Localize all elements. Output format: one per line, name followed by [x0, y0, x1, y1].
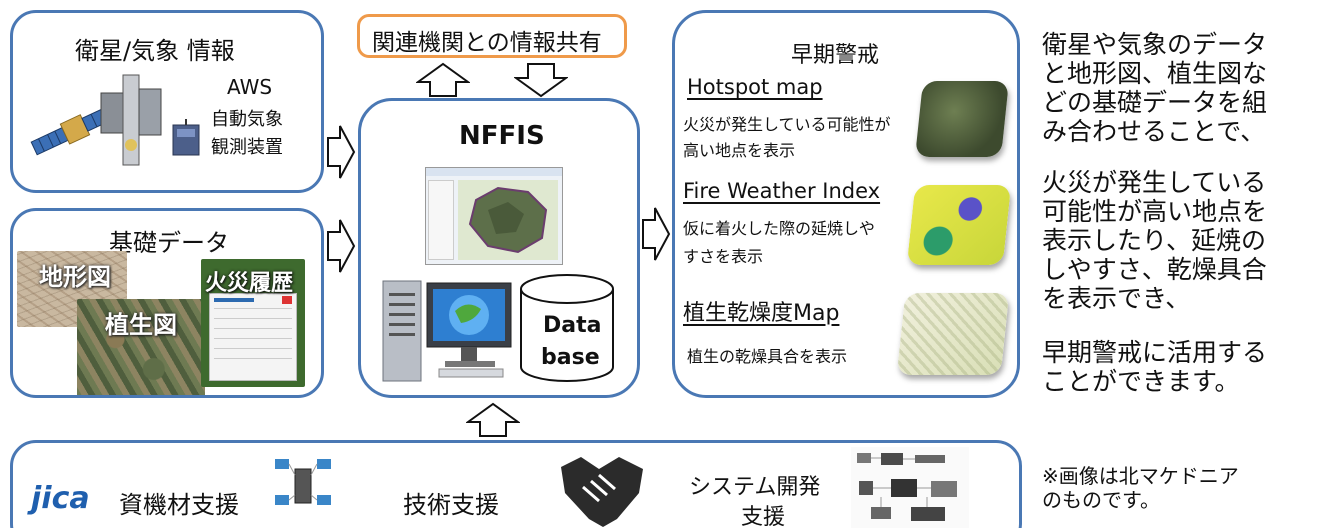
side-text-line: どの基礎データを組: [1042, 88, 1268, 117]
fire-weather-index-desc-line2: すさを表示: [683, 247, 764, 266]
early-warning-panel: 早期警戒 Hotspot map 火災が発生している可能性が 高い地点を表示 F…: [672, 10, 1020, 398]
side-paragraph-2: 火災が発生している 可能性が高い地点を 表示したり、延焼の しやすさ、乾燥具合 …: [1042, 168, 1267, 313]
side-text-line: 衛星や気象のデータ: [1042, 30, 1268, 59]
side-text-line: を表示でき、: [1042, 284, 1191, 313]
arrow-down-icon: [514, 63, 568, 98]
satellite-icons: [30, 74, 200, 166]
side-text-line: み合わせることで、: [1042, 117, 1266, 146]
side-paragraph-3: 早期警戒に活用する ことができます。: [1042, 338, 1267, 396]
vegetation-map-label: 植生図: [105, 311, 177, 339]
vegetation-map-image: [77, 299, 205, 395]
hotspot-map-desc-line1: 火災が発生している可能性が: [683, 115, 891, 134]
early-warning-title: 早期警戒: [791, 43, 880, 68]
side-text-line: 火災が発生している: [1042, 168, 1267, 197]
fire-weather-index-desc-line1: 仮に着火した際の延焼しや: [683, 219, 875, 238]
image-note: ※画像は北マケドニア のものです。: [1042, 464, 1239, 512]
arrow-right-icon: [642, 207, 671, 261]
hotspot-map-image: [915, 81, 1009, 157]
support-panel: jica 資機材支援 技術支援 システム開発 支援: [10, 440, 1022, 528]
nffis-panel: NFFIS Data base: [358, 98, 640, 398]
satellite-icon: [100, 74, 162, 166]
side-paragraph-1: 衛星や気象のデータ と地形図、植生図な どの基礎データを組 み合わせることで、: [1042, 30, 1267, 146]
vegetation-dryness-heading: 植生乾燥度Map: [683, 301, 840, 326]
aws-desc-line1: 自動気象: [211, 109, 283, 130]
hotspot-map-desc-line2: 高い地点を表示: [683, 141, 796, 160]
system-dev-label-line1: システム開発: [689, 475, 821, 500]
side-text-line: と地形図、植生図な: [1042, 59, 1268, 88]
jica-logo: jica: [31, 481, 90, 516]
side-text-line: ことができます。: [1042, 367, 1240, 396]
nffis-map-thumbnail: [458, 180, 558, 260]
server-computer-icon: [382, 280, 512, 382]
database-label-line2: base: [541, 345, 600, 370]
satellite-weather-panel: 衛星/気象 情報 AWS 自動気象 観測装置: [10, 10, 324, 193]
fire-history-image: [201, 259, 305, 387]
vegetation-dryness-image: [896, 293, 1010, 375]
vegetation-dryness-desc: 植生の乾燥具合を表示: [687, 347, 848, 366]
handshake-icon: [561, 457, 643, 527]
side-text-line: しやすさ、乾燥具合: [1042, 255, 1267, 284]
nffis-screenshot: [425, 167, 563, 265]
aws-desc-line2: 観測装置: [211, 137, 283, 158]
aws-label: AWS: [227, 75, 273, 99]
fire-history-form: [209, 293, 297, 381]
database-label-line1: Data: [543, 313, 602, 338]
arrow-right-icon: [327, 219, 356, 273]
topographic-map-image: [17, 251, 127, 327]
hotspot-map-heading: Hotspot map: [687, 75, 823, 99]
arrow-up-icon: [416, 62, 470, 97]
base-data-panel: 基礎データ 地形図 植生図 火災履歴: [10, 208, 324, 398]
side-text-line: 早期警戒に活用する: [1042, 338, 1268, 367]
system-diagram-icon: [851, 447, 969, 528]
fire-weather-index-image: [906, 185, 1012, 265]
equipment-support-label: 資機材支援: [119, 491, 239, 519]
info-sharing-label: 関連機関との情報共有: [372, 30, 602, 56]
side-text-line: 可能性が高い地点を: [1042, 197, 1268, 226]
system-dev-label-line2: 支援: [741, 505, 786, 528]
fire-weather-index-heading: Fire Weather Index: [683, 179, 881, 203]
nffis-title: NFFIS: [459, 121, 545, 151]
note-line: のものです。: [1042, 488, 1160, 512]
technical-support-label: 技術支援: [403, 491, 499, 519]
database-icon: [520, 274, 614, 382]
topo-map-label: 地形図: [39, 263, 111, 291]
note-line: ※画像は北マケドニア: [1042, 464, 1239, 488]
arrow-right-icon: [327, 125, 356, 179]
base-panel-title: 基礎データ: [109, 229, 229, 257]
arrow-up-icon: [466, 402, 520, 437]
side-text-line: 表示したり、延焼の: [1042, 226, 1267, 255]
fire-history-label: 火災履歴: [205, 271, 294, 296]
aws-station-icon: [172, 119, 200, 156]
satellite-panel-title: 衛星/気象 情報: [75, 37, 235, 65]
info-sharing-box: 関連機関との情報共有: [357, 14, 627, 58]
network-devices-icon: [275, 459, 331, 505]
